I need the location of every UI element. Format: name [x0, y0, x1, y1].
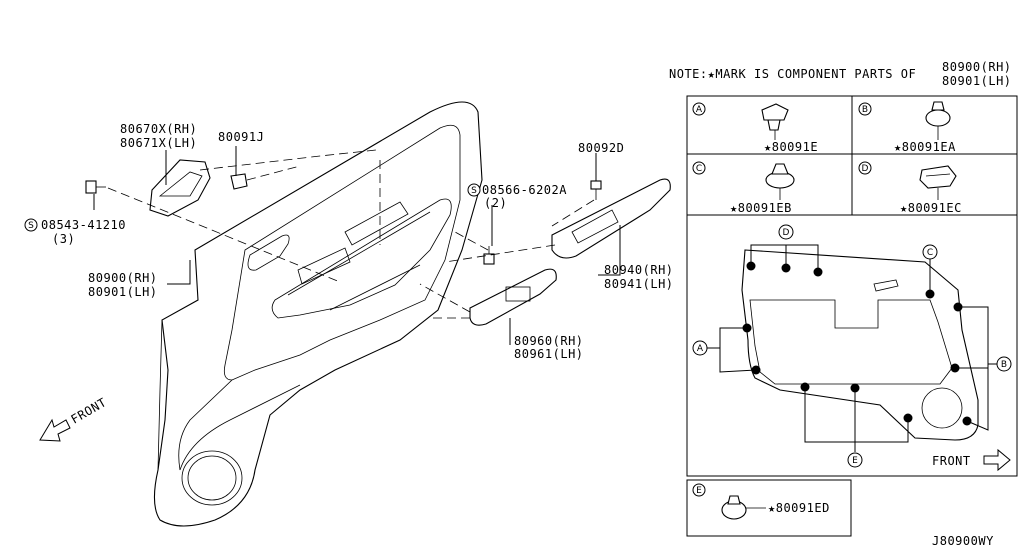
note-part-lh: 80901(LH) [942, 74, 1012, 88]
label-switch-lh: 80961(LH) [514, 347, 584, 361]
front-arrow-left: FRONT [39, 395, 109, 442]
label-screw-left-qty: (3) [52, 232, 75, 246]
label-screw-mid-qty: (2) [484, 196, 507, 210]
svg-text:S: S [471, 186, 477, 196]
callout-s-mid: S [467, 183, 481, 197]
door-trim-assembly [153, 101, 483, 527]
svg-text:A: A [697, 344, 704, 354]
label-screw-left: 08543-41210 [41, 218, 126, 232]
label-front-left: FRONT [69, 395, 109, 426]
svg-text:S: S [28, 221, 34, 231]
clip-a-icon [761, 103, 789, 140]
cell-d: D ★80091EC [858, 161, 962, 215]
cell-e-part: ★80091ED [768, 501, 830, 515]
label-clip-80092d: 80092D [578, 141, 624, 155]
label-finisher-lh: 80941(LH) [604, 277, 674, 291]
cell-c-part: ★80091EB [730, 201, 792, 215]
svg-text:D: D [862, 164, 869, 174]
note-text: NOTE:★MARK IS COMPONENT PARTS OF [669, 67, 916, 81]
label-front-right: FRONT [932, 454, 971, 468]
cell-b: B ★80091EA [858, 101, 956, 154]
label-switch-rh: 80960(RH) [514, 334, 584, 348]
cell-d-part: ★80091EC [900, 201, 962, 215]
switch-finisher [551, 178, 671, 259]
svg-text:B: B [1001, 360, 1007, 370]
leader-lines [93, 146, 621, 345]
cell-c: C ★80091EB [692, 161, 795, 215]
svg-text:C: C [927, 248, 933, 258]
assembly-lines [107, 149, 595, 319]
cell-a-part: ★80091E [764, 140, 818, 154]
clip-80092d [590, 180, 602, 200]
screw-middle [483, 246, 495, 265]
clip-location-panel: D C A B E [692, 224, 1012, 468]
clip-c-icon [765, 163, 795, 200]
clip-80091j [230, 173, 248, 190]
cell-a: A ★80091E [692, 102, 818, 154]
svg-text:A: A [696, 105, 703, 115]
label-finisher-rh: 80940(RH) [604, 263, 674, 277]
window-switch [469, 268, 557, 326]
clip-d-icon [919, 165, 957, 200]
label-handle-lh: 80671X(LH) [120, 136, 197, 150]
label-screw-mid: 08566-6202A [482, 183, 567, 197]
screw-left [85, 180, 106, 194]
cell-b-part: ★80091EA [894, 140, 956, 154]
inside-handle [149, 159, 211, 217]
label-trim-lh: 80901(LH) [88, 285, 158, 299]
svg-text:E: E [696, 486, 702, 496]
front-arrow-right: FRONT [932, 448, 1011, 472]
callout-s-left: S [24, 218, 38, 232]
diagram-code: J80900WY [932, 534, 994, 548]
clip-b-icon [925, 101, 951, 140]
label-clip-80091j: 80091J [218, 130, 264, 144]
label-trim-rh: 80900(RH) [88, 271, 158, 285]
svg-text:B: B [862, 105, 868, 115]
svg-text:D: D [783, 228, 790, 238]
label-handle-rh: 80670X(RH) [120, 122, 197, 136]
svg-text:C: C [696, 164, 702, 174]
note-part-rh: 80900(RH) [942, 60, 1012, 74]
component-table [686, 95, 1018, 537]
clip-e-icon [721, 495, 766, 520]
cell-e: E ★80091ED [692, 483, 830, 520]
svg-text:E: E [852, 456, 858, 466]
